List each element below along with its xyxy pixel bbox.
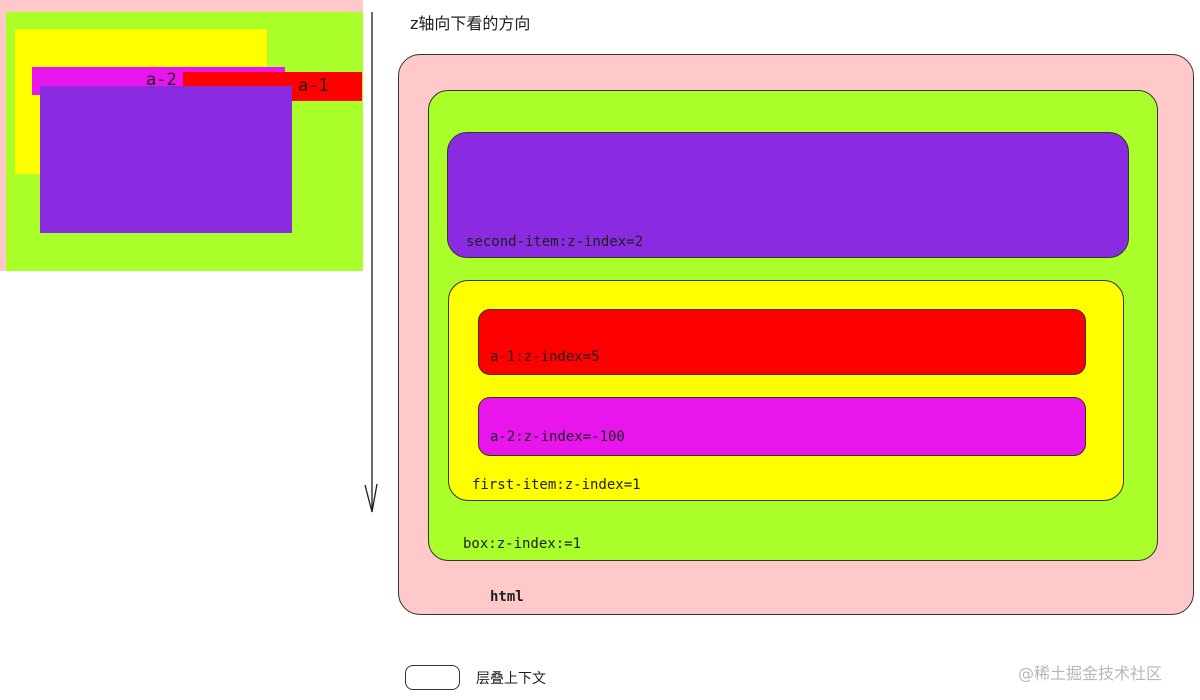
label-html: html xyxy=(490,589,524,605)
legend-label: 层叠上下文 xyxy=(476,671,546,687)
label-box: box:z-index:=1 xyxy=(463,536,582,552)
label-second-item: second-item:z-index=2 xyxy=(466,234,644,250)
preview-label-a1: a-1 xyxy=(298,76,329,96)
axis-title: z轴向下看的方向 xyxy=(410,14,531,33)
label-first-item: first-item:z-index=1 xyxy=(472,477,641,493)
layer-a2 xyxy=(478,397,1086,456)
label-a1: a-1:z-index=5 xyxy=(490,349,600,365)
z-axis-arrow xyxy=(364,11,378,513)
layer-a1 xyxy=(478,309,1086,375)
z-axis-arrowhead-icon xyxy=(364,483,378,513)
preview-second-item xyxy=(40,86,292,233)
watermark: @稀土掘金技术社区 xyxy=(1018,664,1163,683)
preview-label-a2: a-2 xyxy=(146,70,177,90)
rounded-rectangle-icon xyxy=(405,665,460,690)
label-a2: a-2:z-index=-100 xyxy=(490,429,625,445)
layer-second-item xyxy=(447,132,1129,258)
